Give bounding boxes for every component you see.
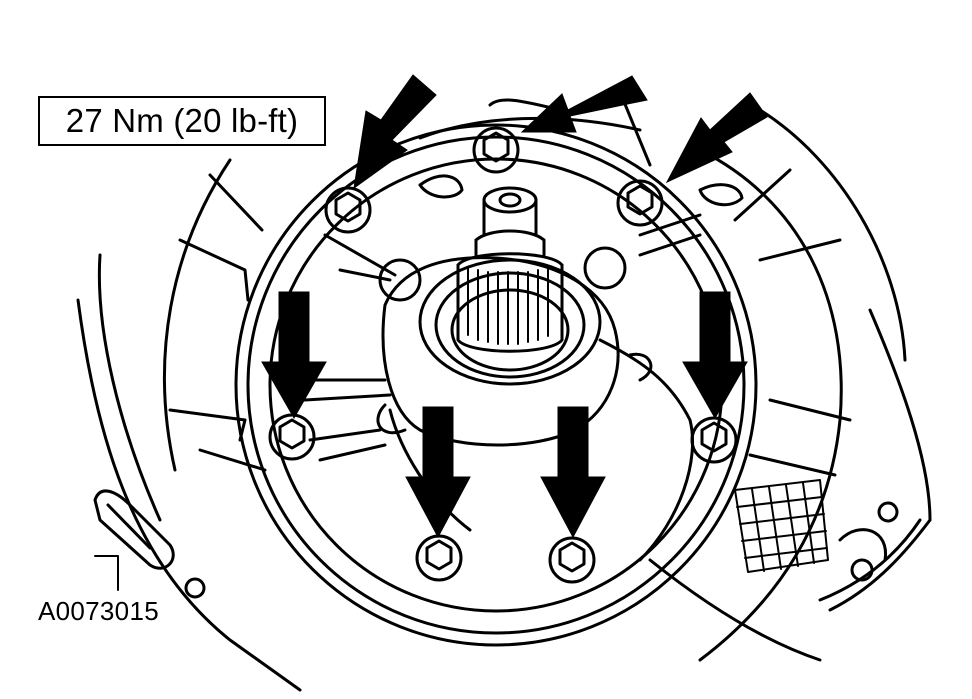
input-shaft <box>456 186 564 353</box>
shaft-splines <box>467 267 549 345</box>
arrow-pointer <box>540 406 606 539</box>
pump-flange <box>234 123 758 647</box>
arrow-pointer <box>353 74 437 190</box>
housing-boss <box>93 489 899 599</box>
bolt <box>472 126 520 174</box>
figure-id-label: A0073015 <box>38 596 159 626</box>
arrow-pointer <box>405 406 471 539</box>
bolt <box>690 416 738 464</box>
torque-spec-label: 27 Nm (20 lb-ft) <box>38 96 326 146</box>
bolt <box>616 179 664 227</box>
bolt <box>548 536 596 584</box>
arrow-pointer <box>520 75 648 133</box>
arrow-pointer <box>682 291 748 420</box>
shaft-seal <box>418 258 602 386</box>
figure-leader-line <box>94 555 119 591</box>
arrow-pointer <box>261 291 327 420</box>
bolt <box>415 534 463 582</box>
pump-body <box>376 174 744 562</box>
hatched-region <box>734 479 829 573</box>
housing-ribs <box>168 168 852 477</box>
housing-outline <box>76 90 932 692</box>
bolt <box>324 186 372 234</box>
arrow-pointer <box>665 92 768 184</box>
